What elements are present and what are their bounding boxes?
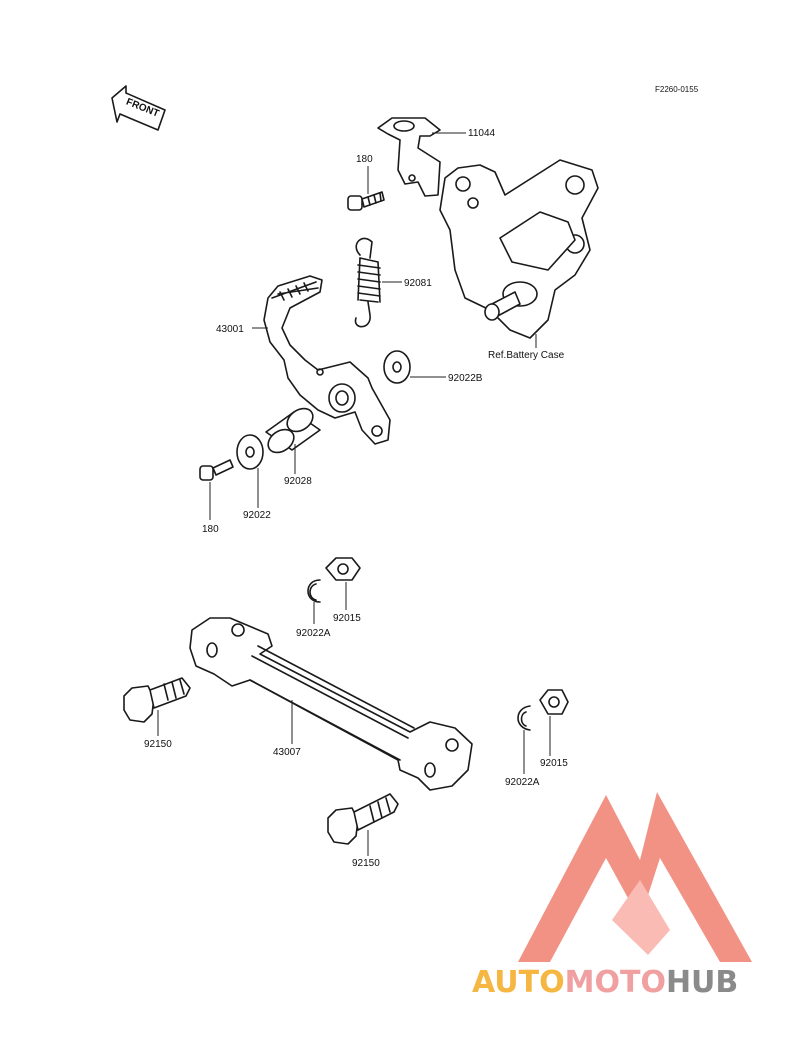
figure-code: F2260-0155 bbox=[655, 85, 699, 94]
bolt-180-lower bbox=[199, 459, 234, 481]
callout-92150-bottom: 92150 bbox=[352, 858, 380, 869]
brake-rod-43007 bbox=[189, 617, 473, 791]
collar-92028 bbox=[265, 407, 321, 454]
callout-ref-battery-case: Ref.Battery Case bbox=[488, 350, 565, 361]
automotohub-logo-icon bbox=[518, 792, 752, 962]
callout-180-top: 180 bbox=[356, 154, 373, 165]
callout-92028: 92028 bbox=[284, 476, 312, 487]
callout-92150-left: 92150 bbox=[144, 739, 172, 750]
washer-92022a-upper bbox=[307, 579, 321, 603]
bracket-11044 bbox=[377, 117, 441, 197]
spring-92081 bbox=[354, 237, 381, 328]
callout-92022b: 92022B bbox=[448, 373, 483, 384]
washer-92022 bbox=[236, 434, 264, 470]
front-arrow-icon: FRONT bbox=[111, 85, 166, 131]
callout-92081: 92081 bbox=[404, 278, 432, 289]
nut-92015-upper bbox=[325, 557, 361, 581]
watermark-word: AUTOMOTOHUB bbox=[472, 965, 738, 1000]
washer-92022b bbox=[383, 350, 411, 384]
callout-92022: 92022 bbox=[243, 510, 271, 521]
callout-43007: 43007 bbox=[273, 747, 301, 758]
callout-92015-upper: 92015 bbox=[333, 613, 361, 624]
callout-92015-lower: 92015 bbox=[540, 758, 568, 769]
callout-180-lower: 180 bbox=[202, 524, 219, 535]
callout-43001: 43001 bbox=[216, 324, 244, 335]
leader-lines bbox=[157, 132, 551, 856]
callout-11044: 11044 bbox=[468, 128, 496, 139]
nut-92015-lower bbox=[539, 689, 569, 715]
battery-case-plate bbox=[439, 159, 599, 339]
callout-92022a-lower: 92022A bbox=[505, 777, 540, 788]
callout-92022a-upper: 92022A bbox=[296, 628, 331, 639]
automotohub-watermark: AUTOMOTOHUB bbox=[472, 792, 752, 1000]
washer-92022a-lower bbox=[517, 705, 531, 731]
clevis-pin-92150-left bbox=[123, 677, 191, 723]
bolt-180-top bbox=[347, 191, 385, 211]
clevis-pin-92150-bottom bbox=[327, 793, 399, 845]
brake-pedal-43001 bbox=[263, 275, 391, 445]
